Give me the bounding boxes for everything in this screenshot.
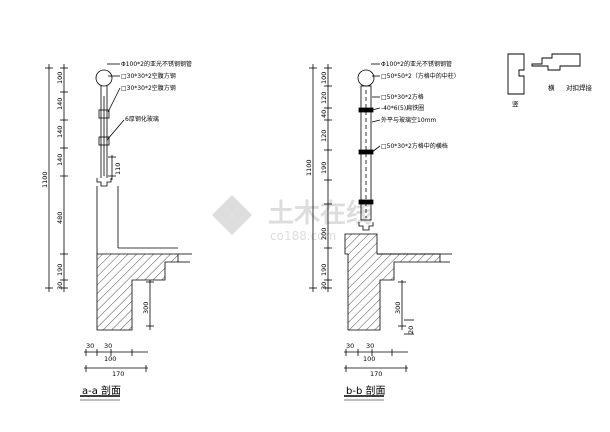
section-b-dim-b3: 100	[363, 355, 375, 363]
section-b-note-4: -40*6(5)扁铁圈	[381, 104, 424, 112]
section-a-dim-b3: 100	[104, 355, 116, 363]
section-b-note-5: 外平与玻璃空10mm	[381, 116, 436, 124]
section-a-title: a-a 剖面	[82, 384, 121, 397]
section-b-title: b-b 剖面	[346, 384, 385, 397]
section-a-labels: Φ100*2的亚光不锈钢钢管 □30*30*2空腹方钢 □30*30*2空腹方钢…	[41, 60, 192, 397]
section-a-dim-110: 110	[114, 163, 122, 175]
watermark-logo-icon	[212, 195, 252, 235]
section-a-dim-b2: 30	[104, 342, 112, 350]
section-a-note-2: □30*30*2空腹方钢	[121, 72, 176, 80]
section-a-note-1: Φ100*2的亚光不锈钢钢管	[121, 60, 192, 68]
section-b-drawing	[309, 63, 452, 401]
section-b-dim-b2: 30	[366, 342, 374, 350]
section-a-dim-b1: 30	[86, 342, 94, 350]
section-b-note-6: □50*30*2方格中的横档	[381, 142, 448, 150]
joint-label-weld: 对扣焊接	[566, 83, 593, 92]
watermark-main: 土木在线	[268, 199, 372, 229]
watermark: 土木在线 co188.com	[212, 195, 372, 243]
section-b-dim-300: 300	[394, 302, 402, 314]
section-a-dim-v1: 100	[56, 72, 64, 84]
section-a-note-4: 6厚钢化玻璃	[125, 115, 159, 123]
section-b-dim-v3: 40	[320, 110, 328, 118]
section-b-dim-v4: 120	[320, 130, 328, 142]
section-b-dim-v5: 190	[320, 162, 328, 174]
section-a-note-3: □30*30*2空腹方钢	[121, 84, 176, 92]
section-a-drawing	[45, 63, 192, 401]
section-b-dim-b1: 30	[346, 342, 354, 350]
joint-label-vertical: 竖	[512, 99, 519, 108]
section-a-dim-v4: 140	[56, 154, 64, 166]
section-a-dim-v7: 190	[56, 264, 64, 276]
joint-label-horizontal: 横	[548, 83, 555, 92]
section-b-dim-v9: 1100	[305, 159, 313, 176]
section-a-dim-v5: 1100	[41, 171, 49, 188]
section-b-dim-v2: 120	[320, 92, 328, 104]
section-b-note-3: □50*30*2方格	[381, 93, 424, 101]
section-b-dim-v6: 200	[320, 228, 328, 240]
section-b-dim-v1: 100	[320, 72, 328, 84]
section-a-dim-v2: 140	[56, 98, 64, 110]
section-b-labels: Φ100*2的亚光不锈钢钢管 □50*50*2（方格中的中柱） □50*30*2…	[305, 60, 460, 397]
joint-detail	[507, 53, 581, 95]
section-b-note-2: □50*50*2（方格中的中柱）	[381, 72, 460, 80]
section-b-note-1: Φ100*2的亚光不锈钢钢管	[381, 60, 452, 68]
section-a-dim-b4: 170	[112, 370, 124, 378]
section-b-dim-b4: 170	[370, 370, 382, 378]
section-b-dim-20: 20	[407, 326, 415, 334]
section-a-dim-v3: 140	[56, 126, 64, 138]
watermark-sub: co188.com	[270, 229, 336, 243]
section-a-dim-v6: 480	[56, 212, 64, 224]
section-a-dim-300: 300	[142, 302, 150, 314]
section-a-dim-v8: 30	[56, 282, 64, 290]
section-b-dim-v7: 190	[320, 264, 328, 276]
joint-labels: 竖 横 对扣焊接	[512, 83, 593, 108]
section-b-dim-v8: 30	[320, 282, 328, 290]
